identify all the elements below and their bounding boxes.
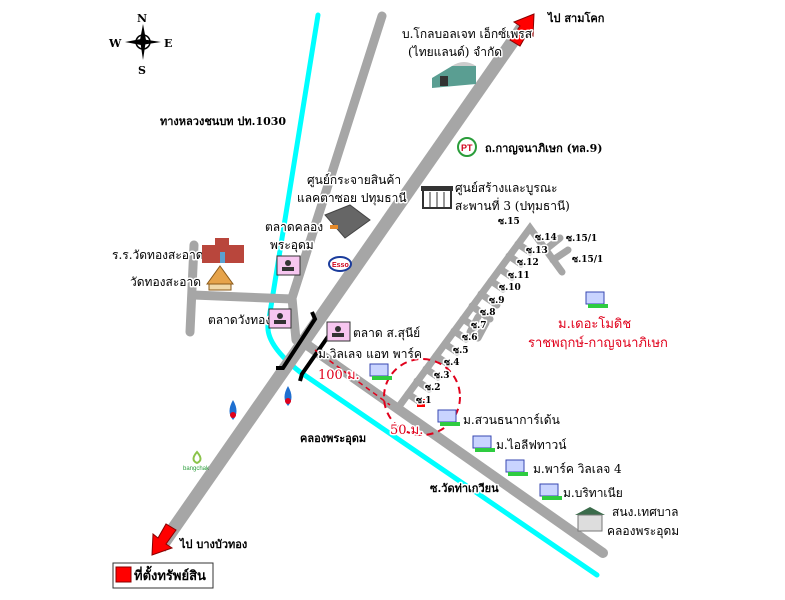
market-icon xyxy=(268,308,292,329)
side-road-horizontal xyxy=(188,290,297,304)
soi-label: ซ.9 xyxy=(489,296,505,306)
village-icon xyxy=(505,459,528,476)
soi-label: ซ.15/1 xyxy=(572,255,603,265)
soi-label: ซ.5 xyxy=(453,346,469,356)
soi-label: ซ.15/1 xyxy=(566,234,597,244)
soi-label: ซ.8 xyxy=(480,308,496,318)
soi-label: ซ.7 xyxy=(471,321,487,331)
village-life-label: ม.ไอลีฟทาวน์ xyxy=(496,438,567,452)
school-label: ร.ร.วัดทองสะอาด xyxy=(112,248,204,262)
village-icon xyxy=(472,435,495,452)
distribution-center-label-1: ศูนย์กระจายสินค้า xyxy=(307,173,401,188)
soi-wat-road xyxy=(295,335,608,558)
warehouse-icon xyxy=(432,62,476,88)
compass-w: W xyxy=(108,37,122,50)
market-icon xyxy=(276,255,301,276)
village-villa-label: ม.วิลเลจ แอท พาร์ค xyxy=(318,347,422,361)
municipal-office-icon xyxy=(575,507,605,532)
soi-label: ซ.2 xyxy=(425,383,441,393)
soi-label: ซ.12 xyxy=(517,258,539,268)
village-park-label: ม.พาร์ค วิลเลจ 4 xyxy=(533,462,622,476)
bridge-center-label-2: สะพานที่ 3 (ปทุมธานี) xyxy=(455,197,570,214)
main-road xyxy=(154,24,528,552)
canal-line xyxy=(265,12,600,578)
bangchak-logo-text: bangchak xyxy=(183,466,210,472)
compass-icon: N S E W xyxy=(107,11,174,79)
temple-label: วัดทองสะอาด xyxy=(130,275,201,289)
market-wangthong-label: ตลาดวังทอง xyxy=(208,313,271,327)
village-icon xyxy=(437,409,460,426)
village-icon xyxy=(539,483,562,500)
soi-label: ซ.6 xyxy=(462,333,478,343)
radius-50-circle xyxy=(383,358,461,436)
legend-label: ที่ตั้งทรัพย์สิน xyxy=(134,565,206,584)
soi-label: ซ.1 xyxy=(416,396,432,406)
compass-s: S xyxy=(138,64,146,77)
village-modish-label-2: ราชพฤกษ์-กาญจนาภิเษก xyxy=(528,335,668,351)
arrow-south-icon xyxy=(151,523,177,556)
bridge-center-label-1: ศูนย์สร้างและบูรณะ xyxy=(455,181,557,196)
soi-label: ซ.11 xyxy=(508,271,530,281)
legend-marker-icon xyxy=(115,566,132,583)
esso-logo-text: Esso xyxy=(332,262,349,269)
market-sunee-label: ตลาด ส.สุนีย์ xyxy=(353,326,420,341)
compass-n: N xyxy=(137,12,147,25)
municipal-label-2: คลองพระอุดม xyxy=(607,524,679,539)
distribution-center-label-2: แลคตาซอย ปทุมธานี xyxy=(297,191,407,206)
market-klong-label-2: พระอุดม xyxy=(270,238,314,253)
kerry-label-2: (ไทยแลนด์) จำกัด xyxy=(408,45,502,59)
to-bangbuathong-label: ไป บางบัวทอง xyxy=(178,537,247,551)
ptt-station-icon xyxy=(229,400,237,420)
pt-logo-text: PT xyxy=(461,143,473,153)
market-icon xyxy=(326,321,351,342)
soi-label: ซ.4 xyxy=(444,358,460,368)
market-klong-label-1: ตลาดคลอง xyxy=(265,220,323,234)
village-modish-label-1: ม.เดอะโมดิช xyxy=(558,316,631,332)
soi-wat-label: ซ.วัดท่าเกวียน xyxy=(430,482,499,495)
soi-label: ซ.14 xyxy=(535,233,557,243)
highway-1030-label: ทางหลวงชนบท ปท.1030 xyxy=(160,115,286,128)
soi-label: ซ.10 xyxy=(499,283,521,293)
main-road-label: ถ.กาญจนาภิเษก (ทล.9) xyxy=(485,142,602,155)
legend: ที่ตั้งทรัพย์สิน xyxy=(112,562,214,589)
compass-e: E xyxy=(164,37,172,50)
canal-label: คลองพระอุดม xyxy=(300,432,366,446)
to-samkok-label: ไป สามโคก xyxy=(546,11,605,25)
pt-station-icon: PT xyxy=(457,137,477,157)
soi-label: ซ.13 xyxy=(526,246,548,256)
arrow-north-icon xyxy=(509,13,535,47)
distance-50-label: 50 ม. xyxy=(390,423,423,438)
esso-logo-icon: Esso xyxy=(328,256,352,272)
soi-label: ซ.15 xyxy=(498,217,520,227)
soi-labels: ซ.1 ซ.2 ซ.3 ซ.4 ซ.5 ซ.6 ซ.7 ซ.8 ซ.9 ซ.10… xyxy=(415,216,605,408)
soi-network xyxy=(396,222,572,409)
village-icon xyxy=(585,291,608,308)
bangchak-logo-icon: bangchak xyxy=(183,450,210,472)
distance-100-line xyxy=(314,349,391,406)
distance-100-label: 100 ม. xyxy=(318,368,360,383)
kerry-label-1: บ.โกลบอลเจท เอ็กซ์เพรส xyxy=(402,26,533,41)
village-suan-label: ม.สวนธนาการ์เด้น xyxy=(463,413,560,427)
distribution-center-icon xyxy=(324,204,371,239)
side-road-vertical xyxy=(185,240,199,337)
soi-label: ซ.3 xyxy=(434,371,450,381)
property-marker[interactable] xyxy=(417,399,425,407)
village-brit-label: ม.บริทาเนีย xyxy=(563,486,623,500)
temple-icon xyxy=(206,265,234,291)
ptt-station-icon xyxy=(284,386,292,406)
municipal-label-1: สนง.เทศบาล xyxy=(612,505,679,519)
school-icon xyxy=(202,238,244,263)
village-icon xyxy=(369,363,392,380)
building-icon xyxy=(421,186,453,209)
